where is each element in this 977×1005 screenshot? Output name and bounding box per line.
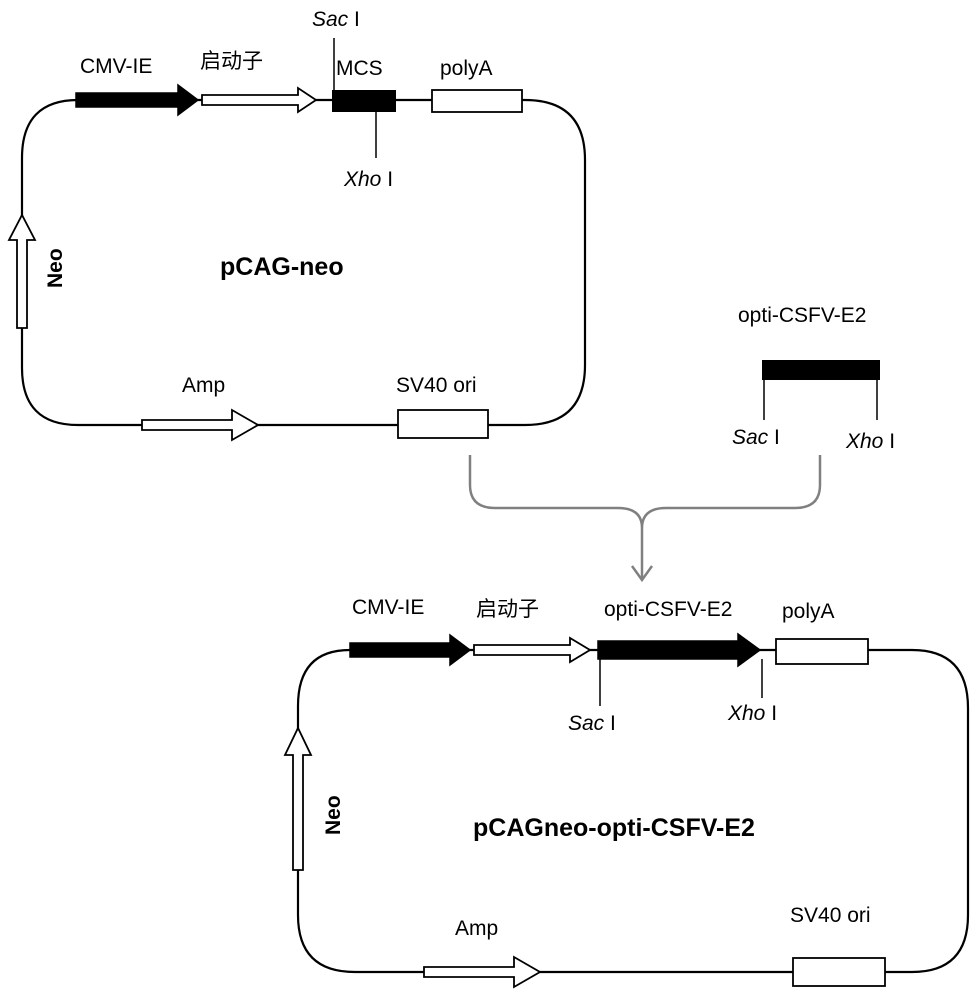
plasmid1-sv40-label: SV40 ori [396,374,477,397]
plasmid1-amp-label: Amp [182,374,225,397]
plasmid1-polya-label: polyA [440,57,493,80]
ligation-bracket [468,455,822,583]
plasmid1-neo-arrow [7,213,37,329]
plasmid2-insert-arrow [597,632,762,668]
plasmid1-promoter-arrow [201,86,318,114]
insert-fragment: opti-CSFV-E2 Sac I Xho I [732,304,895,453]
bracket-arrow-head [630,565,654,583]
plasmid1-polya-box [431,89,523,113]
insert-xho-i-label: Xho I [845,430,895,453]
plasmid2-sac-i-label: Sac I [568,712,616,735]
insert-bar [762,360,880,380]
plasmid2-polya-label: polyA [782,600,835,623]
plasmid2-neo-label: Neo [322,795,345,835]
bracket-curve [468,455,822,529]
plasmid2-cmv-ie-label: CMV-IE [352,596,424,619]
plasmid1-sv40-box [397,409,489,439]
insert-name: opti-CSFV-E2 [738,304,866,327]
plasmid-pcag-neo: CMV-IE 启动子 Sac I MCS polyA Xho I pCAG-ne… [7,8,587,442]
plasmid-pcagneo-opti-csfv-e2: CMV-IE 启动子 opti-CSFV-E2 polyA Sac I Xho … [283,596,970,989]
plasmid1-promoter-label: 启动子 [200,50,263,73]
plasmid2-promoter-arrow [473,636,592,664]
insert-sac-i-label: Sac I [732,426,780,449]
plasmid2-neo-arrow [283,725,313,871]
plasmid1-amp-arrow [141,408,260,442]
plasmid2-xho-i-label: Xho I [727,702,777,725]
plasmid1-xho-i-label: Xho I [343,168,393,191]
plasmid1-backbone [20,98,587,427]
plasmid1-neo-label: Neo [44,248,67,288]
plasmid2-promoter-label: 启动子 [476,598,539,621]
plasmid2-cmv-ie-arrow [349,633,472,667]
plasmid2-sv40-box [792,957,886,987]
plasmid1-mcs-label: MCS [336,57,383,80]
plasmid2-sv40-label: SV40 ori [790,904,871,927]
plasmid2-polya-box [775,638,869,665]
plasmid1-cmv-ie-label: CMV-IE [80,55,152,78]
plasmid1-mcs-box [332,90,396,112]
plasmid2-name: pCAGneo-opti-CSFV-E2 [473,814,755,842]
plasmid2-amp-label: Amp [455,917,498,940]
plasmid2-amp-arrow [423,955,542,989]
plasmid2-insert-label: opti-CSFV-E2 [604,598,732,621]
plasmid1-name: pCAG-neo [220,253,344,281]
plasmid1-sac-i-label: Sac I [312,8,360,31]
plasmid2-backbone [296,648,970,974]
plasmid1-cmv-ie-arrow [75,83,200,117]
